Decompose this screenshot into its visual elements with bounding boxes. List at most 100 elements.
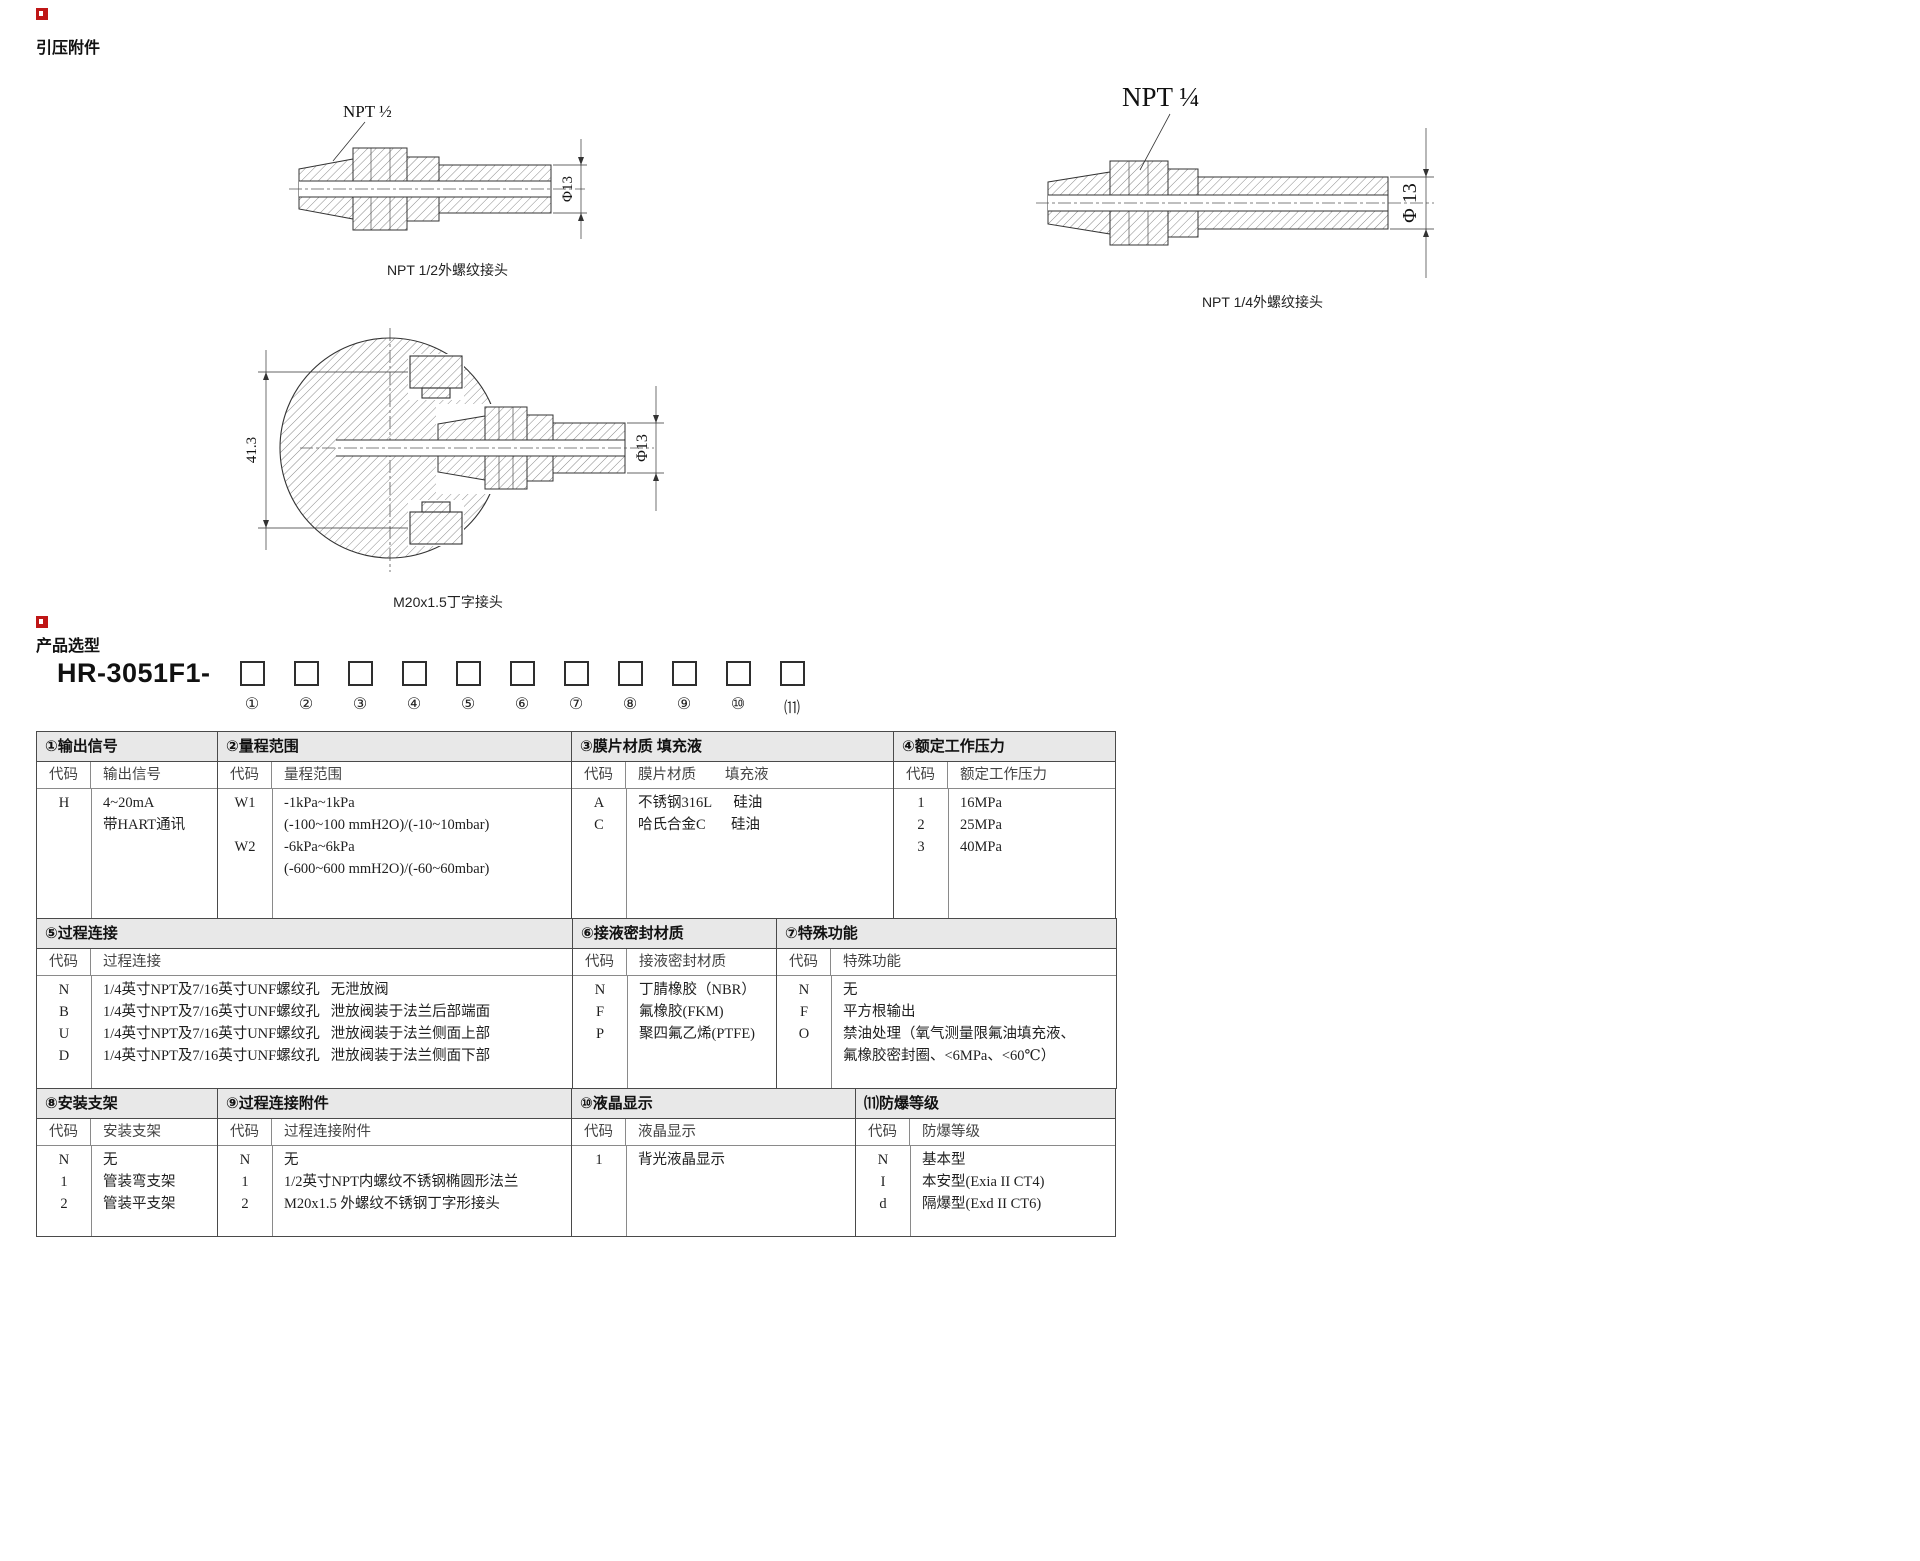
row-code: I	[880, 1174, 886, 1190]
row-value-line: 1/4英寸NPT及7/16英寸UNF螺纹孔 无泄放阀	[103, 982, 389, 998]
section-header: ⑧安装支架	[37, 1089, 217, 1119]
row-value-line: (-600~600 mmH2O)/(-60~60mbar)	[284, 861, 490, 877]
table-row: 1 1/2英寸NPT内螺纹不锈钢椭圆形法兰	[218, 1171, 571, 1193]
value-column-header: 输出信号	[103, 767, 161, 783]
row-value-line: -6kPa~6kPa	[284, 839, 355, 855]
table-row: 1 管装弯支架	[37, 1171, 217, 1193]
section-column-headers: 代码 安装支架	[37, 1119, 217, 1146]
diameter-label: Φ13	[634, 434, 651, 462]
section-rows: H 4~20mA 带HART通讯	[37, 789, 217, 918]
section-rows: N 无 F 平方根输出 O	[777, 976, 1116, 1088]
row-value-line: 平方根输出	[843, 1004, 916, 1020]
row-code: N	[239, 1152, 251, 1168]
model-position-number: ⑨	[676, 696, 692, 713]
row-value-line: 1/4英寸NPT及7/16英寸UNF螺纹孔 泄放阀装于法兰侧面下部	[103, 1048, 491, 1064]
model-position-number: ⑦	[568, 696, 584, 713]
row-code: H	[58, 795, 70, 811]
model-position-number: ④	[406, 696, 422, 713]
row-value-line: 1/4英寸NPT及7/16英寸UNF螺纹孔 泄放阀装于法兰后部端面	[103, 1004, 491, 1020]
row-value-line: (-100~100 mmH2O)/(-10~10mbar)	[284, 817, 490, 833]
section-range: ②量程范围 代码 量程范围 W1 -1kPa~1kPa(-100~100 mmH…	[217, 731, 572, 919]
row-value-line: 管装平支架	[103, 1196, 176, 1212]
table-row: 2 25MPa	[894, 814, 1115, 836]
section-column-headers: 代码 过程连接附件	[218, 1119, 571, 1146]
section-rows: A 不锈钢316L 硅油 C 哈氏合金C 硅油	[572, 789, 893, 918]
row-value: 1/4英寸NPT及7/16英寸UNF螺纹孔 无泄放阀	[91, 979, 389, 1001]
row-value: 1/4英寸NPT及7/16英寸UNF螺纹孔 泄放阀装于法兰侧面上部	[91, 1023, 490, 1045]
bolt-spacing-label: 41.3	[244, 437, 260, 463]
row-code: W2	[234, 839, 256, 855]
section-rows: 1 背光液晶显示	[572, 1146, 855, 1236]
table-row: 3 40MPa	[894, 836, 1115, 858]
row-code: N	[877, 1152, 889, 1168]
model-position-box	[239, 661, 265, 686]
code-column-header: 代码	[218, 1119, 272, 1145]
section-column-headers: 代码 量程范围	[218, 762, 571, 789]
value-column-header: 量程范围	[284, 767, 342, 783]
value-column-header: 液晶显示	[638, 1124, 696, 1140]
row-code: C	[594, 817, 604, 833]
thread-callout: NPT ¼	[1122, 82, 1200, 171]
row-value: 无	[272, 1149, 299, 1171]
table-row: N 丁腈橡胶（NBR）	[573, 979, 776, 1001]
row-value: 无	[91, 1149, 118, 1171]
m20-tee-drawing: 41.3 Φ13	[244, 328, 664, 572]
model-position-number: ③	[352, 696, 368, 713]
fittings-section-title: 引压附件	[36, 40, 101, 57]
value-column-header: 接液密封材质	[639, 954, 726, 970]
row-code: 1	[60, 1174, 68, 1190]
row-value: 25MPa	[948, 814, 1002, 836]
row-value-line: 氟橡胶(FKM)	[639, 1004, 724, 1020]
diameter-dimension: Φ 13	[1390, 128, 1434, 278]
row-value-line: 4~20mA	[103, 795, 155, 811]
section-rows: N 丁腈橡胶（NBR） F 氟橡胶(FKM) P	[573, 976, 776, 1088]
section-marker-icon	[36, 8, 48, 20]
section-rows: N 无 1 1/2英寸NPT内螺纹不锈钢椭圆形法兰 2	[218, 1146, 571, 1236]
code-column-header: 代码	[37, 762, 91, 788]
row-value-line: M20x1.5 外螺纹不锈钢丁字形接头	[284, 1196, 500, 1212]
selection-section-title: 产品选型	[36, 638, 101, 655]
section-rated-pressure: ④额定工作压力 代码 额定工作压力 1 16MPa 2	[893, 731, 1116, 919]
model-number-selector: HR-3051F1- ① ② ③ ④ ⑤	[57, 658, 805, 718]
row-value: 聚四氟乙烯(PTFE)	[627, 1023, 755, 1045]
code-column-header: 代码	[37, 949, 91, 975]
row-value-line: 隔爆型(Exd II CT6)	[922, 1196, 1042, 1212]
code-column-header: 代码	[218, 762, 272, 788]
row-value-line: 25MPa	[960, 817, 1002, 833]
section-lcd-display: ⑩液晶显示 代码 液晶显示 1 背光液晶显示	[571, 1088, 856, 1237]
npt-half-caption: NPT 1/2外螺纹接头	[386, 262, 509, 278]
row-value: 平方根输出	[831, 1001, 916, 1023]
row-code: 3	[917, 839, 925, 855]
row-code: N	[798, 982, 810, 998]
code-column-header: 代码	[777, 949, 831, 975]
section-column-headers: 代码 过程连接	[37, 949, 572, 976]
row-value-line: 禁油处理（氧气测量限氟油填充液、	[843, 1026, 1075, 1042]
section-marker-icon	[36, 616, 48, 628]
model-positions: ① ② ③ ④ ⑤ ⑥	[211, 658, 805, 718]
row-code: F	[799, 1004, 809, 1020]
model-position-number: ⑤	[460, 696, 476, 713]
table-row: A 不锈钢316L 硅油	[572, 792, 893, 814]
table-row: P 聚四氟乙烯(PTFE)	[573, 1023, 776, 1045]
row-code: 1	[241, 1174, 249, 1190]
row-code: U	[58, 1026, 70, 1042]
row-code: 1	[917, 795, 925, 811]
row-value-line: 丁腈橡胶（NBR）	[639, 982, 756, 998]
row-code: N	[58, 1152, 70, 1168]
row-value: 1/4英寸NPT及7/16英寸UNF螺纹孔 泄放阀装于法兰侧面下部	[91, 1045, 490, 1067]
code-column-header: 代码	[573, 949, 627, 975]
table-row: F 平方根输出	[777, 1001, 1116, 1023]
table-row: U 1/4英寸NPT及7/16英寸UNF螺纹孔 泄放阀装于法兰侧面上部	[37, 1023, 572, 1045]
model-position-box	[779, 661, 805, 686]
table-row: W2 -6kPa~6kPa (-600~600 mmH2O)/(-60~60mba…	[218, 836, 571, 880]
row-value-line: 基本型	[922, 1152, 966, 1168]
model-position-number: ⑥	[514, 696, 530, 713]
section-header: ⑦特殊功能	[777, 919, 1116, 949]
model-position-box	[401, 661, 427, 686]
row-code: P	[595, 1026, 605, 1042]
row-value-line: 带HART通讯	[103, 817, 186, 833]
table-row: d 隔爆型(Exd II CT6)	[856, 1193, 1115, 1215]
model-position-box	[293, 661, 319, 686]
row-value: 本安型(Exia II CT4)	[910, 1171, 1044, 1193]
row-value-line: 40MPa	[960, 839, 1002, 855]
